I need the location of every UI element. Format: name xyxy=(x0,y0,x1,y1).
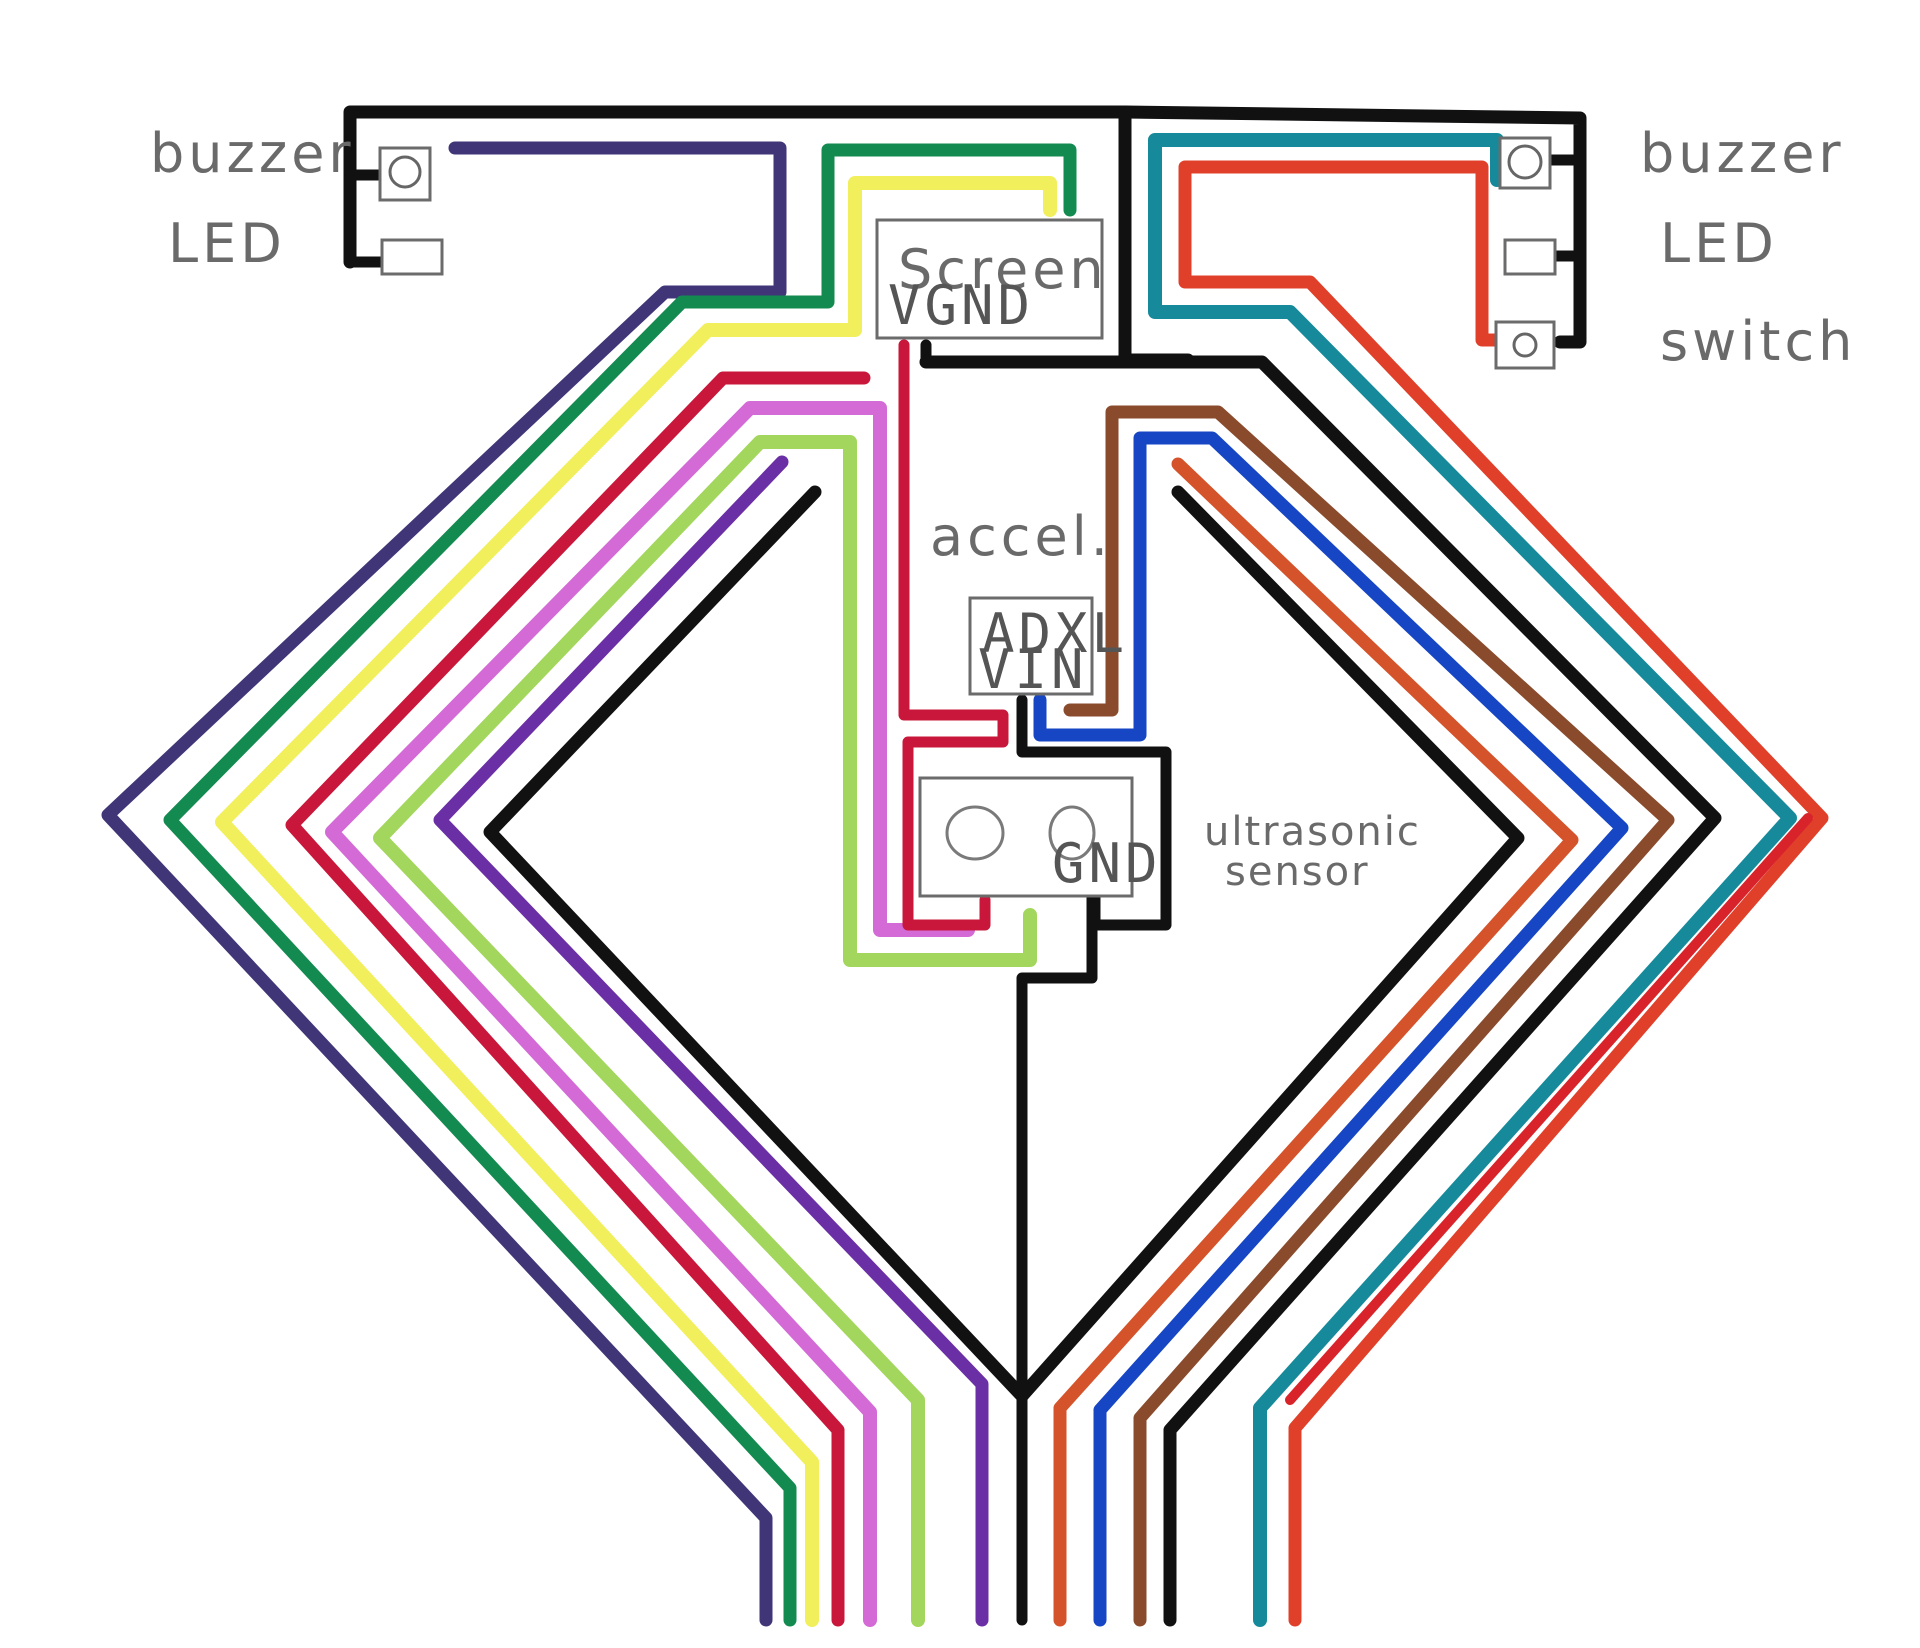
left-buzzer xyxy=(378,146,432,202)
label-left-led: LED xyxy=(168,212,286,275)
center-wires xyxy=(898,339,1172,1626)
label-adxl: ADXL xyxy=(982,602,1128,665)
wire-black-right-inner xyxy=(1015,485,1525,1403)
wire-teal-right xyxy=(1148,133,1797,1627)
label-right-led: LED xyxy=(1660,212,1778,275)
wire-green-left xyxy=(163,143,1077,1627)
wire-red-right xyxy=(1285,813,1813,1405)
wire-yellow-left xyxy=(215,176,1057,1627)
label-adxl-pins: VIN xyxy=(978,638,1088,701)
label-ultrasonic: ultrasonic xyxy=(1204,809,1421,855)
wire-navy-left xyxy=(101,141,787,1627)
wire-black-center-down xyxy=(1016,879,1098,1626)
ultrasonic-module xyxy=(918,776,1134,898)
wire-red-center xyxy=(898,339,1009,931)
wire-orange-right xyxy=(1053,457,1579,1627)
wire-black-left xyxy=(483,485,1029,1403)
label-right-switch: switch xyxy=(1660,310,1856,373)
right-buzzer xyxy=(1498,136,1552,190)
left-wire-bundle xyxy=(101,141,1077,1627)
screen-module xyxy=(875,218,1104,340)
wire-black-top-right xyxy=(1118,105,1587,349)
label-screen-pins: VGND xyxy=(888,274,1034,337)
label-left-buzzer: buzzer xyxy=(150,122,355,185)
wire-red-left xyxy=(285,371,871,1627)
wire-orangered-right xyxy=(1178,160,1829,1627)
label-sensor: sensor xyxy=(1225,849,1370,895)
right-switch xyxy=(1494,320,1556,370)
label-right-buzzer: buzzer xyxy=(1640,122,1845,185)
label-screen: Screen xyxy=(898,238,1108,301)
label-ultrasonic-pins: GND xyxy=(1052,832,1162,895)
wire-magenta-left xyxy=(325,401,975,1627)
wire-blue-right xyxy=(1033,431,1629,1627)
left-led xyxy=(380,238,444,276)
label-accel: accel. xyxy=(930,505,1112,568)
wire-lime-left xyxy=(373,435,1037,1627)
adxl-module xyxy=(968,596,1094,696)
right-led xyxy=(1503,238,1557,276)
wire-purple-left xyxy=(433,455,989,1627)
wire-brown-right xyxy=(1063,405,1675,1627)
